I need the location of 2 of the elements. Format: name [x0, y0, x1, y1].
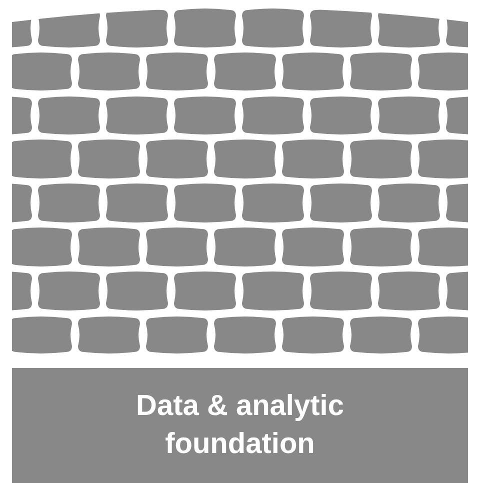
- label-band: [12, 368, 468, 483]
- band-title: Data & analytic foundation: [135, 388, 345, 462]
